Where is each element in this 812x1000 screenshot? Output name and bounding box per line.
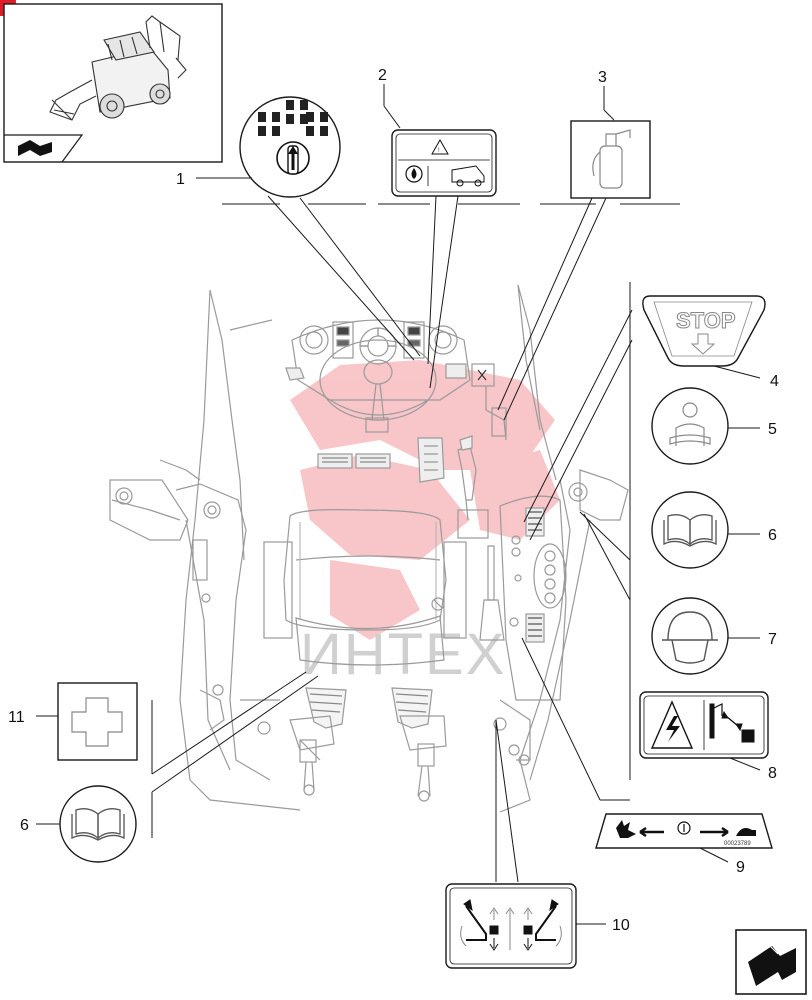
callout-9: 9 [736,859,745,876]
hard-hat-icon [662,611,718,664]
right-arrow-icon [700,827,729,837]
callout-3: 3 [598,69,607,86]
callout-4: 4 [770,373,779,390]
backhoe-controls [289,687,447,802]
rotary-knob-icon [276,141,310,175]
hare-icon [616,820,636,838]
callout-2: 2 [378,67,387,84]
decal-7-helmet[interactable] [651,597,729,675]
decal-8-electrical-hazard[interactable] [639,691,769,759]
svg-text:!: ! [438,148,440,154]
next-page-button[interactable] [735,929,807,995]
decal-6-operator-manual-right[interactable] [651,491,729,569]
watermark-text: ИНТЕХ [300,622,506,687]
decal-5-seat-belt[interactable] [651,387,729,465]
steering-mode-icon [258,100,328,136]
engine-speed-icon [677,821,691,835]
left-arrow-icon [639,827,664,837]
callout-6-right: 6 [768,527,777,544]
down-arrow-icon [690,333,716,355]
decal-9-speed-control[interactable]: 00023789 [595,813,773,849]
warning-triangle-icon [431,138,449,155]
right-console [479,495,567,701]
book-icon [71,808,125,841]
dashboard [285,319,507,539]
decal-1-steering-mode[interactable] [239,96,341,198]
machine-thumbnail[interactable] [3,3,223,163]
operator-seat [263,509,467,666]
decal-11-first-aid[interactable] [57,682,138,761]
fire-extinguisher-icon [592,129,631,189]
stop-label: STOP [676,308,736,333]
bracket-lines [151,282,631,838]
callout-10: 10 [612,917,630,934]
decal-4-stop-button[interactable]: STOP [642,295,766,367]
callout-5: 5 [768,421,777,438]
loader-arm-icon [460,899,562,951]
section-glyph-icon [18,140,52,156]
callout-11: 11 [8,709,25,726]
part-code: 00023789 [724,841,751,847]
backhoe-loader-icon [49,15,187,121]
turtle-icon [736,828,756,836]
keep-distance-icon [709,703,755,743]
machine-outline-icon [451,165,485,183]
next-page-arrow-icon [748,946,796,986]
callout-7: 7 [768,631,777,648]
book-icon [663,514,717,547]
decal-10-loader-controls[interactable] [445,883,577,969]
callout-8: 8 [768,765,777,782]
callout-6-left: 6 [20,817,29,834]
callout-1: 1 [176,171,185,188]
fluid-drop-icon [405,165,423,183]
first-aid-cross-icon [71,697,123,747]
decal-6-operator-manual-left[interactable] [59,785,137,863]
cab-frame [109,284,629,813]
decal-3-fire-extinguisher[interactable] [570,120,651,199]
decal-2-warning-label[interactable]: ! [391,129,497,197]
electric-hazard-icon [650,700,694,749]
seat-belt-icon [669,402,711,446]
